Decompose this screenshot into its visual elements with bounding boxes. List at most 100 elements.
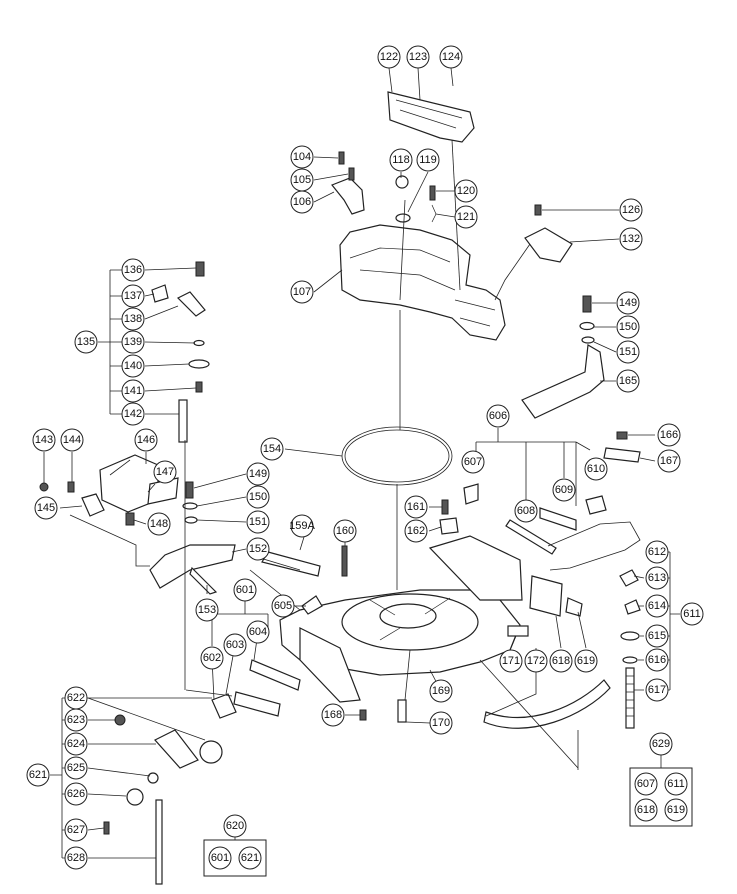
callout-circle bbox=[616, 291, 640, 315]
callout-circle bbox=[246, 620, 270, 644]
callout-number: 620 bbox=[226, 820, 244, 832]
callout-circle bbox=[454, 205, 478, 229]
callout-number: 144 bbox=[63, 434, 81, 446]
callout-circle bbox=[680, 602, 704, 626]
callout-number: 603 bbox=[226, 639, 244, 651]
callout-circle bbox=[246, 485, 270, 509]
callout-141: 141 bbox=[121, 379, 145, 403]
callout-number: 619 bbox=[667, 804, 685, 816]
callout-number: 147 bbox=[156, 466, 174, 478]
callout-number: 167 bbox=[660, 455, 678, 467]
callout-circle bbox=[121, 307, 145, 331]
callout-148: 148 bbox=[147, 512, 171, 536]
callout-104: 104 bbox=[290, 145, 314, 169]
callout-151: 151 bbox=[616, 340, 640, 364]
callout-number: 150 bbox=[619, 321, 637, 333]
callout-circle bbox=[34, 496, 58, 520]
callout-165: 165 bbox=[616, 369, 640, 393]
callout-number: 170 bbox=[432, 717, 450, 729]
callout-number: 606 bbox=[489, 410, 507, 422]
callout-149: 149 bbox=[616, 291, 640, 315]
callout-circle bbox=[549, 649, 573, 673]
callout-circle bbox=[616, 315, 640, 339]
callout-170: 170 bbox=[429, 711, 453, 735]
callout-number: 608 bbox=[517, 505, 535, 517]
callout-621: 621 bbox=[26, 763, 50, 787]
callout-627: 627 bbox=[64, 818, 88, 842]
callout-number: 605 bbox=[274, 600, 292, 612]
callout-615: 615 bbox=[645, 624, 669, 648]
callout-circle bbox=[121, 354, 145, 378]
callout-105: 105 bbox=[290, 168, 314, 192]
callout-circle bbox=[616, 369, 640, 393]
callout-number: 169 bbox=[432, 685, 450, 697]
callout-162: 162 bbox=[404, 519, 428, 543]
callout-circle bbox=[64, 732, 88, 756]
callout-circle bbox=[404, 519, 428, 543]
callout-number: 107 bbox=[293, 286, 311, 298]
callout-124: 124 bbox=[439, 45, 463, 69]
callout-number: 152 bbox=[249, 543, 267, 555]
callout-circle bbox=[645, 594, 669, 618]
callout-628: 628 bbox=[64, 846, 88, 870]
callout-160: 160 bbox=[333, 519, 357, 543]
callout-137: 137 bbox=[121, 284, 145, 308]
callout-number: 159A bbox=[289, 520, 315, 532]
callout-620: 620 bbox=[223, 814, 247, 838]
callout-number: 171 bbox=[502, 655, 520, 667]
callout-circle bbox=[64, 846, 88, 870]
callout-622: 622 bbox=[64, 686, 88, 710]
callout-number: 618 bbox=[637, 804, 655, 816]
callout-circle bbox=[64, 782, 88, 806]
callout-number: 619 bbox=[577, 655, 595, 667]
callout-circle bbox=[121, 258, 145, 282]
callout-number: 136 bbox=[124, 264, 142, 276]
callout-circle bbox=[271, 594, 295, 618]
callout-number: 166 bbox=[660, 429, 678, 441]
callout-circle bbox=[499, 649, 523, 673]
callout-circle bbox=[290, 280, 314, 304]
callout-number: 614 bbox=[648, 600, 666, 612]
callout-circle bbox=[290, 514, 314, 538]
callout-159A: 159A bbox=[289, 514, 316, 538]
callout-number: 621 bbox=[241, 852, 259, 864]
callout-172: 172 bbox=[524, 649, 548, 673]
callout-621: 621 bbox=[238, 846, 262, 870]
callout-619: 619 bbox=[574, 649, 598, 673]
callout-152: 152 bbox=[246, 537, 270, 561]
callout-623: 623 bbox=[64, 708, 88, 732]
callout-625: 625 bbox=[64, 756, 88, 780]
callout-147: 147 bbox=[153, 460, 177, 484]
callout-153: 153 bbox=[195, 598, 219, 622]
callout-608: 608 bbox=[514, 499, 538, 523]
callout-number: 629 bbox=[652, 738, 670, 750]
callout-171: 171 bbox=[499, 649, 523, 673]
callout-circle bbox=[584, 457, 608, 481]
callout-number: 618 bbox=[552, 655, 570, 667]
callout-number: 154 bbox=[263, 443, 281, 455]
callout-605: 605 bbox=[271, 594, 295, 618]
callout-circle bbox=[406, 45, 430, 69]
callout-circle bbox=[32, 428, 56, 452]
callout-circle bbox=[634, 772, 658, 796]
callout-circle bbox=[664, 772, 688, 796]
callout-609: 609 bbox=[552, 478, 576, 502]
callout-611: 611 bbox=[680, 602, 704, 626]
callout-circle bbox=[377, 45, 401, 69]
callout-number: 135 bbox=[77, 336, 95, 348]
callout-circle bbox=[649, 732, 673, 756]
callout-circle bbox=[233, 578, 257, 602]
callout-circle bbox=[645, 648, 669, 672]
callout-number: 628 bbox=[67, 852, 85, 864]
callout-132: 132 bbox=[619, 227, 643, 251]
callout-circle bbox=[645, 624, 669, 648]
callout-number: 120 bbox=[457, 185, 475, 197]
callout-number: 132 bbox=[622, 233, 640, 245]
callout-circle bbox=[574, 649, 598, 673]
callout-626: 626 bbox=[64, 782, 88, 806]
callout-616: 616 bbox=[645, 648, 669, 672]
callout-number: 151 bbox=[249, 516, 267, 528]
callout-number: 122 bbox=[380, 51, 398, 63]
callout-624: 624 bbox=[64, 732, 88, 756]
callout-circle bbox=[454, 179, 478, 203]
